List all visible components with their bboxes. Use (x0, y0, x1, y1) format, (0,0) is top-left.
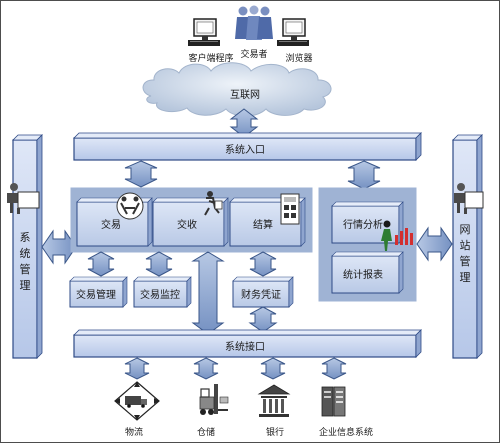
trade-label: 交易 (101, 218, 121, 231)
finance-voucher-box (232, 276, 294, 308)
left-admin-icon (7, 183, 40, 214)
internet-label: 互联网 (230, 89, 260, 101)
left-system-management-column (12, 134, 43, 359)
system-interface-bar (73, 329, 422, 358)
system-entry-bar (73, 132, 422, 161)
right-mgmt-char-2: 管 (460, 254, 471, 268)
right-mgmt-char-3: 理 (460, 271, 471, 284)
finance-voucher-label: 财务凭证 (241, 288, 281, 301)
trade-mgmt-label: 交易管理 (76, 288, 116, 301)
right-website-management-column (452, 134, 483, 359)
enterprise-arrow (321, 357, 347, 380)
browser-label: 浏览器 (285, 52, 312, 64)
handshake-icon (116, 192, 144, 220)
system-interface-label: 系统接口 (225, 340, 265, 353)
right-mgmt-char-1: 站 (460, 238, 471, 252)
trader-people-icon (235, 5, 273, 40)
analyst-chart-icon (381, 220, 413, 251)
settlement-label: 结算 (253, 218, 273, 231)
entry-right-arrow (347, 160, 381, 190)
bank-arrow (260, 357, 286, 380)
stats-report-box (331, 251, 404, 294)
trader-label: 交易者 (240, 48, 267, 60)
logistics-label: 物流 (125, 426, 143, 438)
enterprise-info-label: 企业信息系统 (319, 426, 373, 438)
left-mgmt-char-1: 统 (20, 247, 31, 260)
client-label: 客户端程序 (188, 52, 233, 64)
enterprise-server-icon (321, 386, 346, 417)
warehouse-label: 仓储 (197, 426, 215, 438)
delivery-box (152, 197, 229, 247)
delivery-person-icon (204, 191, 223, 216)
trade-monitor-arrow (145, 251, 173, 277)
trade-monitor-label: 交易监控 (140, 288, 180, 301)
right-mgmt-arrow (416, 226, 453, 262)
entry-center-arrow (124, 160, 158, 188)
center-interface-arrow (191, 251, 225, 335)
delivery-label: 交收 (177, 218, 197, 231)
logistics-truck-icon (114, 381, 160, 421)
browser-computer-icon (277, 18, 309, 46)
bank-building-icon (257, 384, 291, 417)
finance-interface-arrow (248, 306, 278, 333)
trade-monitor-box (133, 276, 192, 308)
system-entry-label: 系统入口 (225, 143, 265, 156)
right-mgmt-char-0: 网 (460, 223, 471, 236)
trade-mgmt-arrow (87, 251, 115, 277)
left-mgmt-char-2: 管 (20, 262, 31, 276)
bank-label: 银行 (266, 426, 284, 438)
trade-mgmt-box (69, 276, 128, 308)
logistics-arrow (124, 357, 150, 380)
warehouse-forklift-icon (199, 384, 229, 415)
left-mgmt-char-3: 理 (20, 279, 31, 292)
trade-box (76, 197, 153, 247)
internet-cloud (142, 62, 332, 117)
left-mgmt-char-0: 系 (20, 231, 31, 244)
warehouse-arrow (193, 357, 219, 380)
stats-report-label: 统计报表 (343, 268, 383, 281)
client-computer-icon (188, 18, 220, 46)
right-admin-icon (454, 183, 484, 214)
market-analysis-label: 行情分析 (343, 218, 383, 231)
calculator-icon (280, 193, 300, 225)
finance-voucher-arrow (249, 251, 277, 277)
market-analysis-box (331, 201, 404, 244)
